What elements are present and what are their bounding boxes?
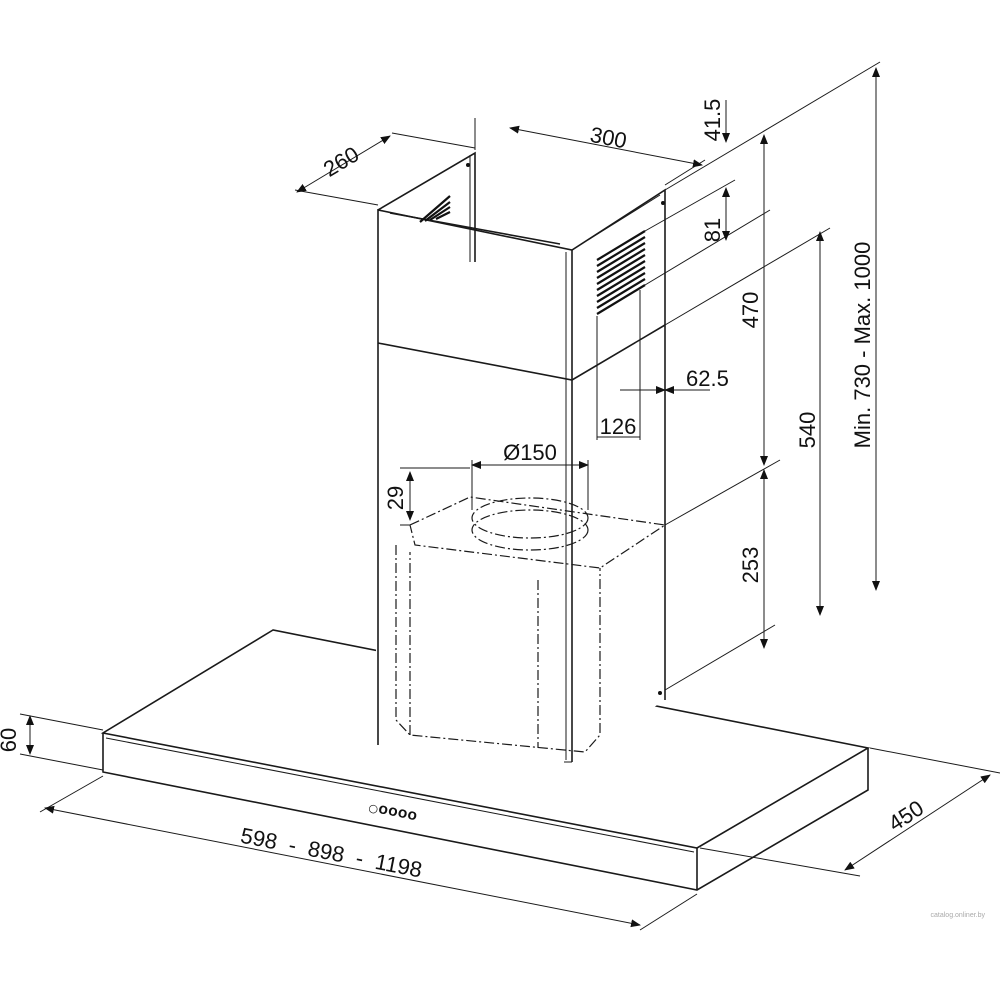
dim-upper-chimney: 470: [738, 292, 763, 329]
dim-vent-offset: 62.5: [686, 366, 729, 391]
dim-outlet-diameter: Ø150: [503, 440, 557, 465]
dim-chimney-width: 300: [588, 122, 629, 154]
dim-hood-thickness: 60: [0, 728, 21, 752]
dim-vent-width: 126: [600, 414, 637, 439]
chimney: [376, 151, 666, 770]
watermark: catalog.onliner.by: [931, 912, 986, 919]
dim-hood-widths: 598 - 898 - 1198: [239, 823, 425, 883]
dim-hood-depth: 450: [884, 795, 928, 836]
dimension-lines: [19, 61, 1000, 931]
dim-outlet-height: 29: [383, 486, 408, 510]
dim-top-offset: 41.5: [700, 99, 725, 142]
dim-vent-height: 81: [700, 218, 725, 242]
control-panel: ○OOOO: [367, 801, 418, 823]
dim-chimney-depth: 260: [319, 141, 363, 181]
motor-housing-hidden: [395, 496, 667, 753]
vent-grille: [419, 195, 646, 315]
dim-motor-height: 253: [738, 547, 763, 584]
dim-total-height: Min. 730 - Max. 1000: [850, 242, 875, 449]
dim-lower-range: 540: [795, 412, 820, 449]
